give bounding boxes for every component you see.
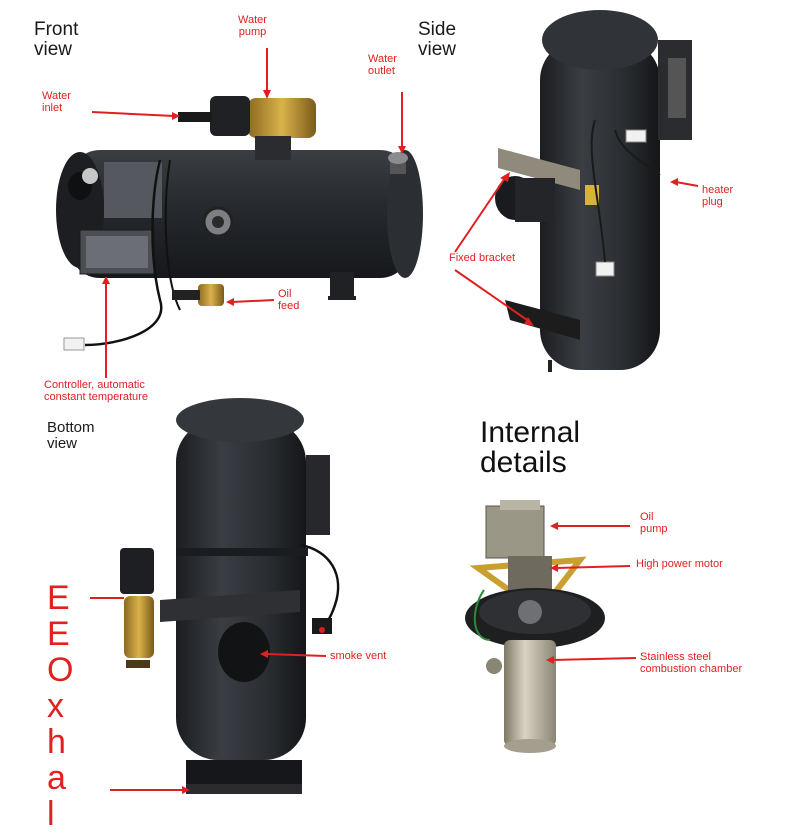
bottom-view-heater: [120, 398, 340, 794]
illustration-layer: [56, 10, 699, 794]
oil-pump-label-line2: pump: [640, 522, 668, 535]
heater-plug-label-line2: plug: [702, 195, 723, 208]
internal-details-title-line2: details: [480, 446, 567, 479]
water-inlet-label-line1: Water: [42, 90, 71, 102]
oil-feed-label-line2: feed: [278, 299, 300, 312]
controller-label-line1: Controller, automatic: [44, 379, 145, 391]
side-view-title-line2: view: [418, 38, 457, 60]
oil-pump-label: Oil pump: [640, 511, 668, 535]
heater-plug-label: heater plug: [702, 184, 734, 208]
water-outlet-label-line2: outlet: [368, 64, 395, 77]
vertical-side-text: E E O x h a l: [47, 580, 73, 832]
combustion-chamber-label: Stainless steel combustion chamber: [640, 651, 743, 675]
controller-label-line2: constant temperature: [44, 390, 148, 403]
water-pump-label: Water pump: [238, 14, 267, 38]
water-pump-label-line1: Water: [238, 14, 267, 26]
water-pump-label-line2: pump: [238, 25, 267, 38]
water-outlet-label-line1: Water: [368, 53, 397, 65]
front-view-title-line2: view: [34, 38, 73, 60]
pointer-lines: [90, 48, 699, 794]
oil-feed-label: Oil feed: [278, 288, 300, 312]
vertical-char: a: [47, 759, 66, 797]
combustion-chamber-label-line1: Stainless steel: [640, 651, 711, 663]
vertical-char: O: [47, 651, 74, 689]
vertical-char: l: [47, 795, 55, 833]
side-view-heater: [495, 10, 692, 372]
vertical-char: x: [47, 687, 64, 725]
front-view-title-line1: Front: [34, 19, 79, 40]
smoke-vent-label: smoke vent: [330, 650, 387, 662]
water-inlet-label: Water inlet: [42, 90, 71, 114]
side-view-title-line1: Side: [418, 19, 457, 40]
fixed-bracket-label: Fixed bracket: [449, 252, 516, 264]
bottom-view-title-line2: view: [47, 434, 78, 452]
water-inlet-label-line2: inlet: [42, 101, 63, 114]
oil-feed-label-line1: Oil: [278, 288, 292, 300]
controller-label: Controller, automatic constant temperatu…: [44, 379, 148, 403]
bottom-view-title: Bottom view: [47, 420, 95, 452]
vertical-char: E: [47, 579, 70, 617]
vertical-char: E: [47, 615, 70, 653]
heater-plug-label-line1: heater: [702, 184, 734, 196]
front-view-heater: [56, 96, 423, 351]
side-view-title: Side view: [418, 20, 456, 60]
front-view-title: Front view: [34, 20, 78, 60]
bottom-view-title-line1: Bottom: [47, 419, 95, 436]
vertical-char: h: [47, 723, 66, 761]
oil-pump-label-line1: Oil: [640, 511, 654, 523]
internal-details-assembly: [465, 500, 605, 753]
internal-details-title-line1: Internal: [480, 416, 581, 449]
combustion-chamber-label-line2: combustion chamber: [640, 662, 743, 675]
internal-details-title: Internal details: [480, 418, 580, 478]
high-power-motor-label: High power motor: [636, 558, 723, 570]
water-outlet-label: Water outlet: [368, 53, 397, 77]
